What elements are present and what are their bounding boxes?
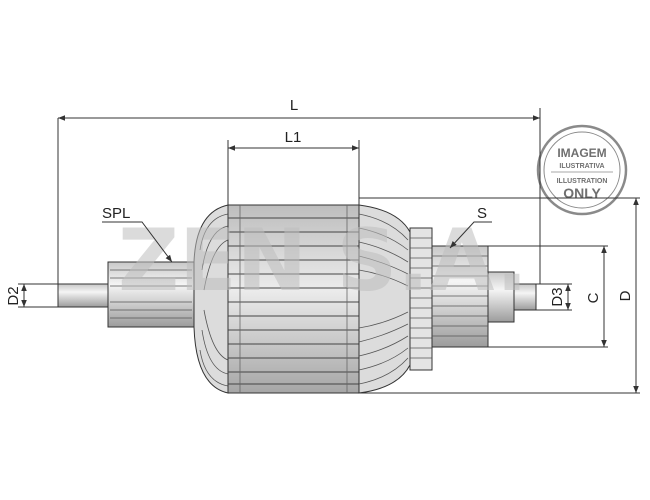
watermark: ZEN S.A. <box>118 211 528 311</box>
label-S: S <box>477 205 487 222</box>
illustration-badge: IMAGEM ILUSTRATIVA ILLUSTRATION ONLY <box>536 124 628 216</box>
label-SPL: SPL <box>102 205 130 222</box>
badge-line-1: IMAGEM <box>557 146 606 160</box>
label-L1: L1 <box>285 129 302 146</box>
label-D3: D3 <box>549 287 566 306</box>
label-L: L <box>290 97 298 114</box>
core-slots <box>228 217 359 385</box>
badge-line-3: ILLUSTRATION <box>557 178 608 185</box>
armature-drawing <box>57 204 537 394</box>
core-slot-ends <box>239 205 348 393</box>
label-D: D <box>617 290 634 301</box>
left-winding-lines <box>199 213 229 387</box>
badge-line-2: ILUSTRATIVA <box>559 163 604 170</box>
spl-leader <box>102 221 173 263</box>
label-D2: D2 <box>5 286 22 305</box>
badge-line-4: ONLY <box>563 185 601 201</box>
right-winding-lines <box>358 213 409 385</box>
left-shaft-tip <box>57 283 111 308</box>
s-leader <box>449 221 492 249</box>
label-C: C <box>585 292 602 303</box>
commutator <box>431 245 489 348</box>
dimension-lines <box>18 108 640 394</box>
right-shaft-tip <box>513 283 537 311</box>
riser-lines <box>410 237 432 359</box>
left-splined-shaft <box>107 261 195 328</box>
commutator-bars <box>432 255 488 337</box>
armature-core <box>227 204 360 394</box>
spline-lines <box>110 269 192 319</box>
right-shaft <box>487 271 515 323</box>
